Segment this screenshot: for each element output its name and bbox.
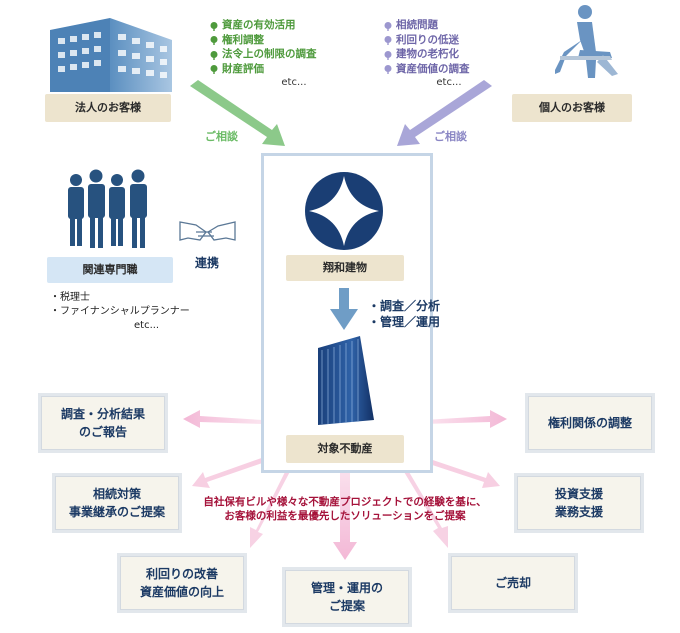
company-name-label: 翔和建物 bbox=[286, 255, 404, 281]
rights-box: 権利関係の調整 bbox=[525, 393, 655, 453]
pin-icon bbox=[384, 50, 392, 60]
list-item: 相続問題 bbox=[384, 18, 470, 33]
pin-icon bbox=[210, 50, 218, 60]
corporate-customer-label: 法人のお客様 bbox=[45, 94, 171, 122]
individual-issues-list: 相続問題 利回りの低迷 建物の老朽化 資産価値の調査 etc... bbox=[384, 18, 470, 91]
tower-icon bbox=[318, 336, 374, 425]
individual-consult-label: ご相談 bbox=[434, 130, 467, 143]
experts-etc: etc... bbox=[134, 320, 160, 331]
purple-arrow bbox=[397, 80, 492, 146]
pin-icon bbox=[210, 64, 218, 75]
pin-icon bbox=[210, 21, 218, 31]
management-box: 管理・運用の ご提案 bbox=[282, 567, 412, 627]
down-arrow-icon bbox=[330, 288, 358, 330]
handshake-icon bbox=[179, 221, 236, 241]
pink-arrows bbox=[183, 410, 507, 560]
individual-etc: etc... bbox=[436, 77, 462, 88]
list-item: 財産評価 bbox=[210, 62, 317, 77]
experts-label: 関連専門職 bbox=[47, 257, 173, 283]
individual-customer-label: 個人のお客様 bbox=[512, 94, 632, 122]
corporate-consult-label: ご相談 bbox=[205, 130, 238, 143]
list-item: 資産の有効活用 bbox=[210, 18, 317, 33]
list-item: 法令上の制限の調査 bbox=[210, 47, 317, 62]
pin-icon bbox=[210, 35, 218, 46]
solution-message: 自社保有ビルや様々な不動産プロジェクトでの経験を基に、 お客様の利益を最優先した… bbox=[203, 496, 487, 522]
action-item: ・管理／運用 bbox=[368, 315, 441, 329]
list-item: ・ファイナンシャルプランナー bbox=[50, 306, 190, 317]
list-item: 権利調整 bbox=[210, 33, 317, 48]
yield-box: 利回りの改善 資産価値の向上 bbox=[117, 553, 247, 613]
business-people-icon bbox=[68, 169, 147, 248]
action-item: ・調査／分析 bbox=[368, 299, 441, 313]
company-logo-icon bbox=[305, 172, 383, 250]
pin-icon bbox=[384, 64, 392, 75]
office-building-icon bbox=[50, 18, 172, 92]
investment-box: 投資支援 業務支援 bbox=[514, 473, 644, 533]
corporate-etc: etc... bbox=[281, 77, 307, 88]
inheritance-box: 相続対策 事業継承のご提案 bbox=[52, 473, 182, 533]
link-label: 連携 bbox=[195, 256, 220, 270]
center-graphics bbox=[305, 172, 383, 425]
property-label: 対象不動産 bbox=[286, 435, 404, 463]
list-item: 資産価値の調査 bbox=[384, 62, 470, 77]
seated-person-icon bbox=[555, 5, 618, 78]
experts-list: ・税理士 ・ファイナンシャルプランナー etc... bbox=[50, 291, 190, 333]
green-arrow bbox=[190, 80, 285, 146]
report-box: 調査・分析結果 のご報告 bbox=[38, 393, 168, 453]
list-item: ・税理士 bbox=[50, 292, 90, 303]
company-actions: ・調査／分析 ・管理／運用 bbox=[368, 298, 440, 330]
list-item: 建物の老朽化 bbox=[384, 47, 470, 62]
list-item: 利回りの低迷 bbox=[384, 33, 470, 48]
sale-box: ご売却 bbox=[448, 553, 578, 613]
pin-icon bbox=[384, 21, 392, 31]
pin-icon bbox=[384, 35, 392, 46]
corporate-issues-list: 資産の有効活用 権利調整 法令上の制限の調査 財産評価 etc... bbox=[210, 18, 317, 91]
